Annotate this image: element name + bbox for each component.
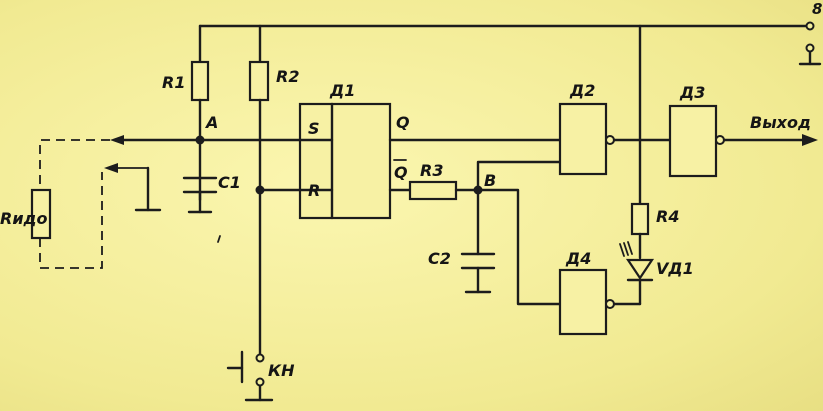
d2-label: Д2 [569, 81, 595, 100]
d3-label: Д3 [679, 83, 705, 102]
resistor-rido: Rидо [0, 139, 162, 269]
supply-label: 8 [812, 0, 822, 18]
gate-d2: Д2 [558, 81, 615, 176]
output-label: Выход [750, 113, 811, 132]
node-b-wiring: B [473, 160, 562, 306]
d4-label: Д4 [565, 249, 591, 268]
node-b-label: B [484, 171, 496, 190]
r3-label: R3 [420, 161, 443, 180]
output-line: Выход [722, 113, 818, 146]
node-a-label: A [204, 113, 218, 132]
gate-d4: Д4 [558, 249, 642, 336]
d1-label: Д1 [329, 81, 355, 100]
gate-d3: Д3 [668, 83, 725, 178]
r4-label: R4 [656, 207, 679, 226]
r1-label: R1 [162, 73, 185, 92]
led-vd1: VД1 [619, 241, 694, 306]
resistor-r4: R4 [630, 24, 679, 260]
vd1-label: VД1 [656, 259, 694, 278]
node-a-wiring: A [110, 113, 302, 145]
flipflop-d1: S R Q Q Д1 [298, 81, 410, 220]
resistor-r3: R3 [388, 161, 480, 201]
supply-rail: 8 [198, 0, 822, 64]
c2-label: C2 [428, 249, 451, 268]
resistor-r1: R1 [162, 60, 210, 202]
c1-label: C1 [218, 173, 241, 192]
pin-r-label: R [308, 181, 320, 200]
capacitor-c2: C2 [428, 188, 496, 294]
pin-q-label: Q [396, 113, 410, 132]
resistor-r2: R2 [248, 24, 299, 360]
pin-qbar-label: Q [394, 163, 408, 182]
ground-terminal-right [798, 43, 822, 66]
capacitor-c1: C1 [182, 173, 241, 214]
pushbutton-kn: КН [226, 350, 295, 402]
node-r-wiring [255, 185, 302, 195]
stray-mark [217, 235, 221, 243]
r2-label: R2 [276, 67, 299, 86]
pin-s-label: S [308, 119, 320, 138]
rido-label: Rидо [0, 209, 47, 228]
kn-label: КН [268, 361, 295, 380]
